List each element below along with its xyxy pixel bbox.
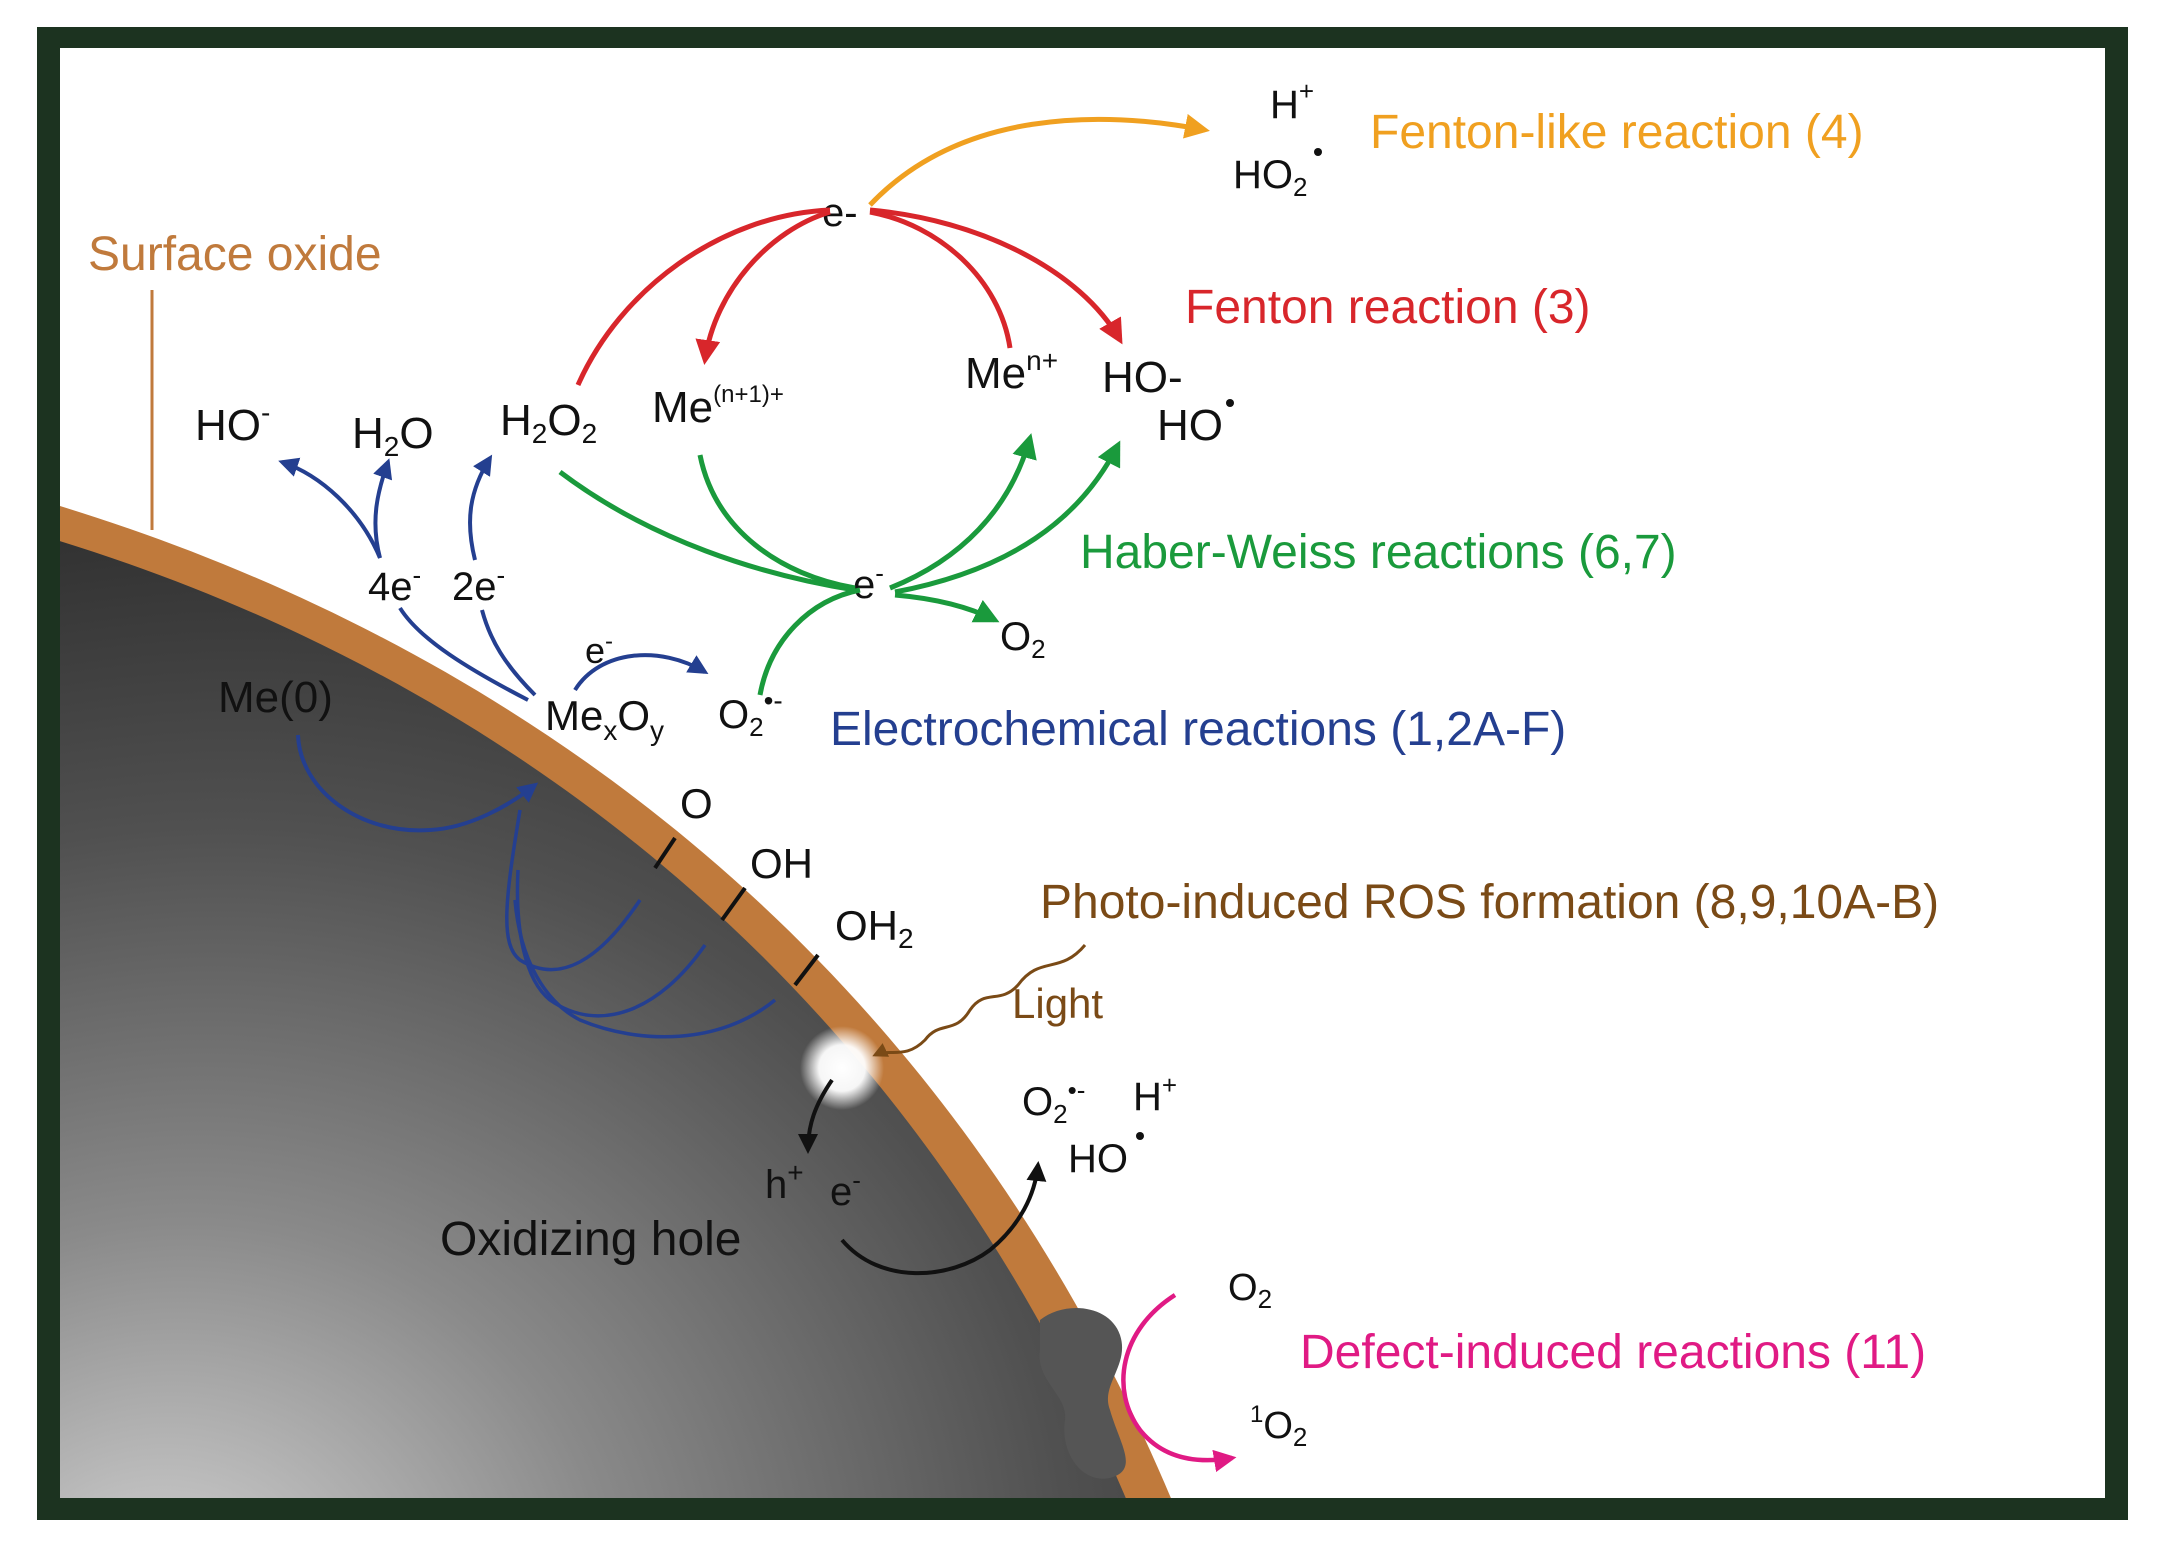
blue-arrow-me0-to-oxide	[296, 734, 539, 833]
arrow-electron	[840, 1161, 1047, 1276]
blue-arrow-to-h2o2	[468, 454, 493, 561]
blue-arrow-to-superoxide	[573, 653, 709, 692]
photo-o2: O2•-	[1022, 1075, 1085, 1129]
defect-induced-label: Defect-induced reactions (11)	[1300, 1326, 1926, 1379]
surf-oh: OH	[750, 840, 813, 887]
radical-dot-ho-fenton	[1226, 399, 1234, 407]
defect-o2: O2	[1228, 1267, 1272, 1314]
blue-arrow-mexoy-4e	[398, 606, 529, 702]
mexoy: MexOy	[545, 692, 664, 746]
blue-arc-oh2	[513, 899, 777, 1039]
surf-oh2: OH2	[835, 902, 914, 954]
blue-arrow-to-hominus	[278, 457, 382, 559]
singlet-o2: 1O2	[1250, 1401, 1307, 1452]
photo-ho: HO	[1068, 1137, 1128, 1181]
me-n-plus: Men+	[965, 345, 1058, 398]
h-plus-hole: h+	[765, 1157, 804, 1207]
ho-minus-left: HO-	[195, 397, 270, 450]
hw-to-me-n	[889, 433, 1037, 591]
blue-arrow-to-h2o	[373, 458, 393, 559]
e-minus-haber: e-	[853, 558, 884, 607]
surf-o: O	[680, 780, 713, 827]
electrochemical-label: Electrochemical reactions (1,2A-F)	[830, 703, 1566, 756]
me-n1-plus: Me(n+1)+	[652, 381, 784, 432]
fenton-arrow-to-ho	[869, 207, 1123, 345]
bond-o	[653, 836, 677, 870]
blue-arc-o	[505, 809, 642, 972]
radical-dot-photo-ho	[1136, 1132, 1144, 1140]
fenton-arrow-h2o2-to-e	[575, 207, 831, 387]
h2o2: H2O2	[500, 396, 597, 449]
arrow-hole	[798, 1078, 834, 1154]
photo-excitation-spot	[800, 1026, 884, 1110]
surface-defect	[1039, 1308, 1126, 1479]
hw-to-o2	[894, 592, 1000, 623]
h2o: H2O	[352, 409, 434, 462]
defect-arrow	[1121, 1293, 1237, 1473]
o2-haber: O2	[1000, 615, 1046, 664]
me-zero: Me(0)	[218, 673, 333, 722]
bond-oh	[720, 886, 747, 922]
hw-to-ho	[894, 440, 1121, 595]
e-minus-photo: e-	[830, 1165, 861, 1214]
fenton-like-label: Fenton-like reaction (4)	[1370, 106, 1864, 159]
hw-from-h2o2	[558, 470, 856, 593]
fenton-arrow-to-me-n1	[695, 209, 831, 365]
oxidizing-hole-label: Oxidizing hole	[440, 1213, 742, 1266]
metal-particle	[60, 541, 1126, 1498]
surface-oxide-label: Surface oxide	[88, 228, 382, 281]
ho-radical-fenton: HO	[1157, 401, 1223, 450]
four-e: 4e-	[368, 560, 421, 609]
haber-weiss-label: Haber-Weiss reactions (6,7)	[1080, 526, 1677, 579]
fenton-arrow-me-n-to-e	[869, 209, 1013, 349]
light-label: Light	[1012, 980, 1103, 1027]
light-wave	[872, 944, 1087, 1057]
fenton-like-arrow	[868, 113, 1210, 207]
fenton-label: Fenton reaction (3)	[1185, 281, 1591, 334]
h-plus-top: H+	[1270, 76, 1314, 127]
radical-dot-ho2	[1314, 148, 1322, 156]
hw-from-superoxide	[757, 587, 861, 696]
ho2-radical: HO2	[1233, 153, 1307, 202]
blue-arrow-mexoy-2e	[480, 609, 537, 697]
e-minus-mexoy: e-	[585, 628, 613, 671]
photo-h-plus: H+	[1133, 1070, 1177, 1119]
bond-oh2	[793, 953, 820, 987]
superoxide-o2: O2•-	[718, 685, 783, 742]
ho-minus-fenton: HO-	[1102, 353, 1183, 402]
hw-from-me-n1	[697, 454, 856, 591]
two-e: 2e-	[452, 560, 505, 609]
photo-induced-label: Photo-induced ROS formation (8,9,10A-B)	[1040, 876, 1939, 929]
